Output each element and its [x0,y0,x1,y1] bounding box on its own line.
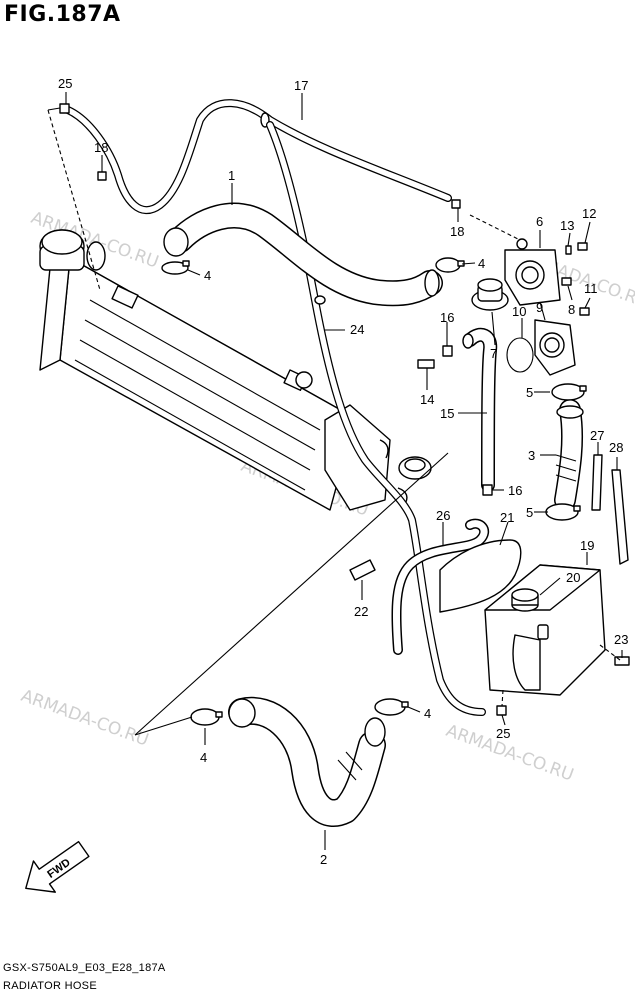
radiator [39,229,432,511]
radiator-hose-2 [228,696,386,827]
part-label-14: 14 [420,392,434,407]
reservoir-cover-21 [439,539,522,613]
leader-lines [47,92,623,850]
part-label-23: 23 [614,632,628,647]
hose-3 [554,399,584,511]
clamp-4 [161,257,465,726]
part-label-4: 4 [478,256,485,271]
part-label-8: 8 [568,302,575,317]
part-label-2: 2 [320,852,327,867]
o-ring-10 [506,337,534,373]
part-label-13: 13 [560,218,574,233]
part-label-21: 21 [500,510,514,525]
diagram-code: GSX-S750AL9_E03_E28_187A [3,962,166,974]
part-label-1: 1 [228,168,235,183]
part-label-22: 22 [354,604,368,619]
part-label-4: 4 [200,750,207,765]
part-label-27: 27 [590,428,604,443]
part-label-25: 25 [496,726,510,741]
part-label-4: 4 [204,268,211,283]
part-label-5: 5 [526,505,533,520]
watermark-4: ARMADA-CO.RU [18,686,151,751]
breather-hose-17 [64,99,452,215]
part-label-24: 24 [350,322,364,337]
part-label-16: 16 [440,310,454,325]
part-label-11: 11 [584,281,598,296]
part-label-28: 28 [609,440,623,455]
part-labels: 25 18 17 1 18 4 4 6 13 12 11 9 8 10 16 7… [58,76,628,867]
part-label-12: 12 [582,206,596,221]
thermostat-cover-9 [534,319,576,376]
thermostat-7 [471,278,509,311]
part-label-17: 17 [294,78,308,93]
reservoir-cap-20 [511,588,539,612]
part-label-10: 10 [512,304,526,319]
part-label-26: 26 [436,508,450,523]
part-label-6: 6 [536,214,543,229]
thermostat-case-6 [504,238,561,306]
hose-26 [391,518,490,655]
fwd-arrow: FWD [25,840,90,893]
radiator-hose-1 [163,202,443,307]
part-label-4: 4 [424,706,431,721]
part-label-5: 5 [526,385,533,400]
part-label-25: 25 [58,76,72,91]
bolts-and-clips [59,103,630,716]
part-label-18: 18 [450,224,464,239]
figure-title: FIG.187A [4,2,121,27]
part-label-7: 7 [490,346,497,361]
part-label-9: 9 [536,300,543,315]
clamp-5 [545,383,587,521]
diagram-name: RADIATOR HOSE [3,980,97,992]
part-label-3: 3 [528,448,535,463]
part-label-15: 15 [440,406,454,421]
part-label-18: 18 [94,140,108,155]
part-label-20: 20 [566,570,580,585]
part-label-16: 16 [508,483,522,498]
hose-15 [462,327,498,492]
part-label-19: 19 [580,538,594,553]
